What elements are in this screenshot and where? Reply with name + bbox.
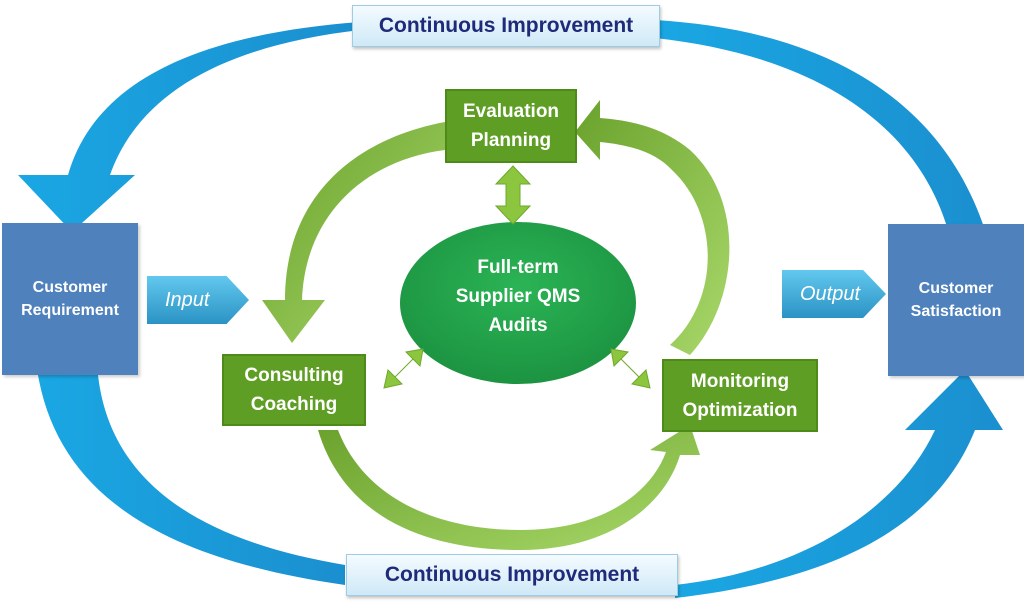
outer-arc-bottom-left — [38, 375, 345, 585]
center-audit-label: Full-term Supplier QMS Audits — [405, 253, 631, 340]
center-line-2: Supplier QMS — [455, 286, 581, 307]
center-line-1: Full-term — [477, 257, 559, 278]
outer-arc-top-left — [18, 22, 360, 232]
double-arrow-top — [494, 165, 532, 225]
consulting-coaching-box: Consulting Coaching — [222, 354, 366, 426]
inner-arc-right — [575, 100, 730, 355]
customer-satisfaction-line-2: Satisfaction — [910, 303, 1002, 320]
consulting-label: Consulting — [244, 365, 344, 386]
inner-arc-left — [262, 122, 445, 343]
center-ellipse — [400, 222, 636, 384]
optimization-label: Optimization — [682, 399, 798, 421]
monitoring-optimization-box: Monitoring Optimization — [662, 359, 818, 432]
output-arrow: Output — [782, 270, 886, 318]
continuous-improvement-top-banner: Continuous Improvement — [352, 5, 660, 47]
double-arrow-right — [610, 348, 651, 389]
outer-arc-top-right — [655, 20, 985, 230]
customer-satisfaction-line-1: Customer — [918, 280, 994, 297]
inner-arc-bottom — [318, 425, 700, 550]
evaluation-planning-box: Evaluation Planning — [445, 89, 577, 163]
continuous-improvement-bottom-banner: Continuous Improvement — [346, 554, 678, 596]
planning-label: Planning — [470, 130, 552, 151]
evaluation-label: Evaluation — [462, 101, 560, 122]
monitoring-label: Monitoring — [690, 370, 790, 392]
customer-requirement-line-1: Customer — [32, 279, 108, 296]
double-arrow-left — [383, 348, 424, 389]
coaching-label: Coaching — [250, 394, 338, 415]
outer-arc-bottom-right — [675, 370, 1003, 598]
customer-requirement-box: Customer Requirement — [2, 223, 138, 375]
customer-requirement-line-2: Requirement — [21, 302, 119, 319]
input-arrow: Input — [147, 276, 249, 324]
center-line-3: Audits — [488, 315, 548, 336]
customer-satisfaction-box: Customer Satisfaction — [888, 224, 1024, 376]
